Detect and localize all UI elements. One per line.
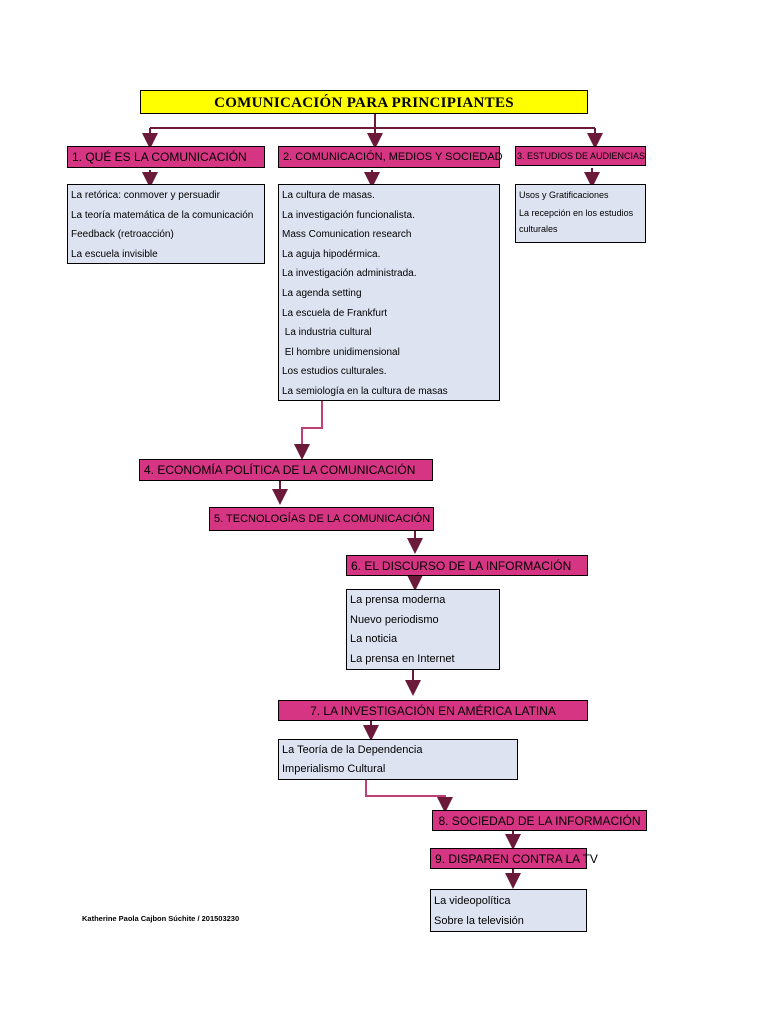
list-item: La recepción en los estudios — [519, 208, 634, 218]
list-item: Feedback (retroacción) — [71, 229, 174, 240]
section-7-heading: 7. LA INVESTIGACIÓN EN AMÉRICA LATINA — [278, 700, 588, 721]
list-item: Sobre la televisión — [434, 915, 524, 927]
list-section-7: La Teoría de la Dependencia Imperialismo… — [278, 739, 518, 780]
arrow-l7-s8 — [365, 780, 453, 813]
section-6-heading: 6. EL DISCURSO DE LA INFORMACIÓN — [346, 555, 588, 576]
list-item: La noticia — [350, 633, 398, 645]
list-item: La prensa en Internet — [350, 652, 455, 665]
list-item: La retórica: conmover y persuadir — [71, 190, 220, 201]
list-section-1: La retórica: conmover y persuadir La teo… — [67, 184, 265, 264]
list-item: La industria cultural — [282, 327, 372, 339]
section-1-heading: 1. QUÉ ES LA COMUNICACIÓN — [67, 146, 265, 168]
list-section-2: La cultura de masas. La investigación fu… — [278, 184, 500, 401]
list-item: Mass Comunication research — [282, 229, 412, 241]
list-item: Usos y Gratificaciones — [519, 190, 609, 200]
list-item: La escuela invisible — [71, 248, 158, 260]
list-item: Nuevo periodismo — [350, 613, 439, 626]
list-item: La escuela de Frankfurt — [282, 307, 388, 319]
diagram-title: COMUNICACIÓN PARA PRINCIPIANTES — [140, 90, 588, 114]
list-item: La videopolítica — [434, 895, 511, 907]
arrow-l2-s4 — [294, 401, 323, 460]
list-item: Imperialismo Cultural — [282, 763, 386, 775]
section-8-heading: 8. SOCIEDAD DE LA INFORMACIÓN — [432, 810, 647, 831]
list-section-9: La videopolítica Sobre la televisión — [430, 889, 587, 932]
author-credit: Katherine Paola Cajbon Súchite / 2015032… — [82, 914, 240, 923]
list-item: La investigación funcionalista. — [282, 209, 415, 221]
list-item: El hombre unidimensional — [282, 346, 400, 358]
section-9-heading: 9. DISPAREN CONTRA LA TV — [430, 848, 598, 869]
section-4-heading: 4. ECONOMÍA POLÍTICA DE LA COMUNICACIÓN — [139, 459, 433, 481]
list-item: Los estudios culturales. — [282, 366, 387, 378]
list-item: La teoría matemática de la comunicación — [71, 209, 254, 221]
list-item: La prensa moderna — [350, 594, 446, 606]
list-item: La semiología en la cultura de masas — [282, 385, 448, 397]
section-5-heading: 5. TECNOLOGÍAS DE LA COMUNICACIÓN — [209, 507, 434, 531]
list-item: La cultura de masas. — [282, 190, 375, 201]
list-item: La investigación administrada. — [282, 268, 417, 280]
section-3-heading: 3. ESTUDIOS DE AUDIENCIAS — [515, 146, 646, 166]
list-item: La agenda setting — [282, 287, 362, 299]
list-section-6: La prensa moderna Nuevo periodismo La no… — [346, 589, 500, 670]
list-item: La Teoría de la Dependencia — [282, 744, 423, 756]
section-2-heading: 2. COMUNICACIÓN, MEDIOS Y SOCIEDAD — [278, 146, 503, 168]
list-section-3: Usos y Gratificaciones La recepción en l… — [515, 184, 646, 243]
list-item: La aguja hipodérmica. — [282, 248, 381, 260]
list-item: culturales — [519, 224, 558, 234]
